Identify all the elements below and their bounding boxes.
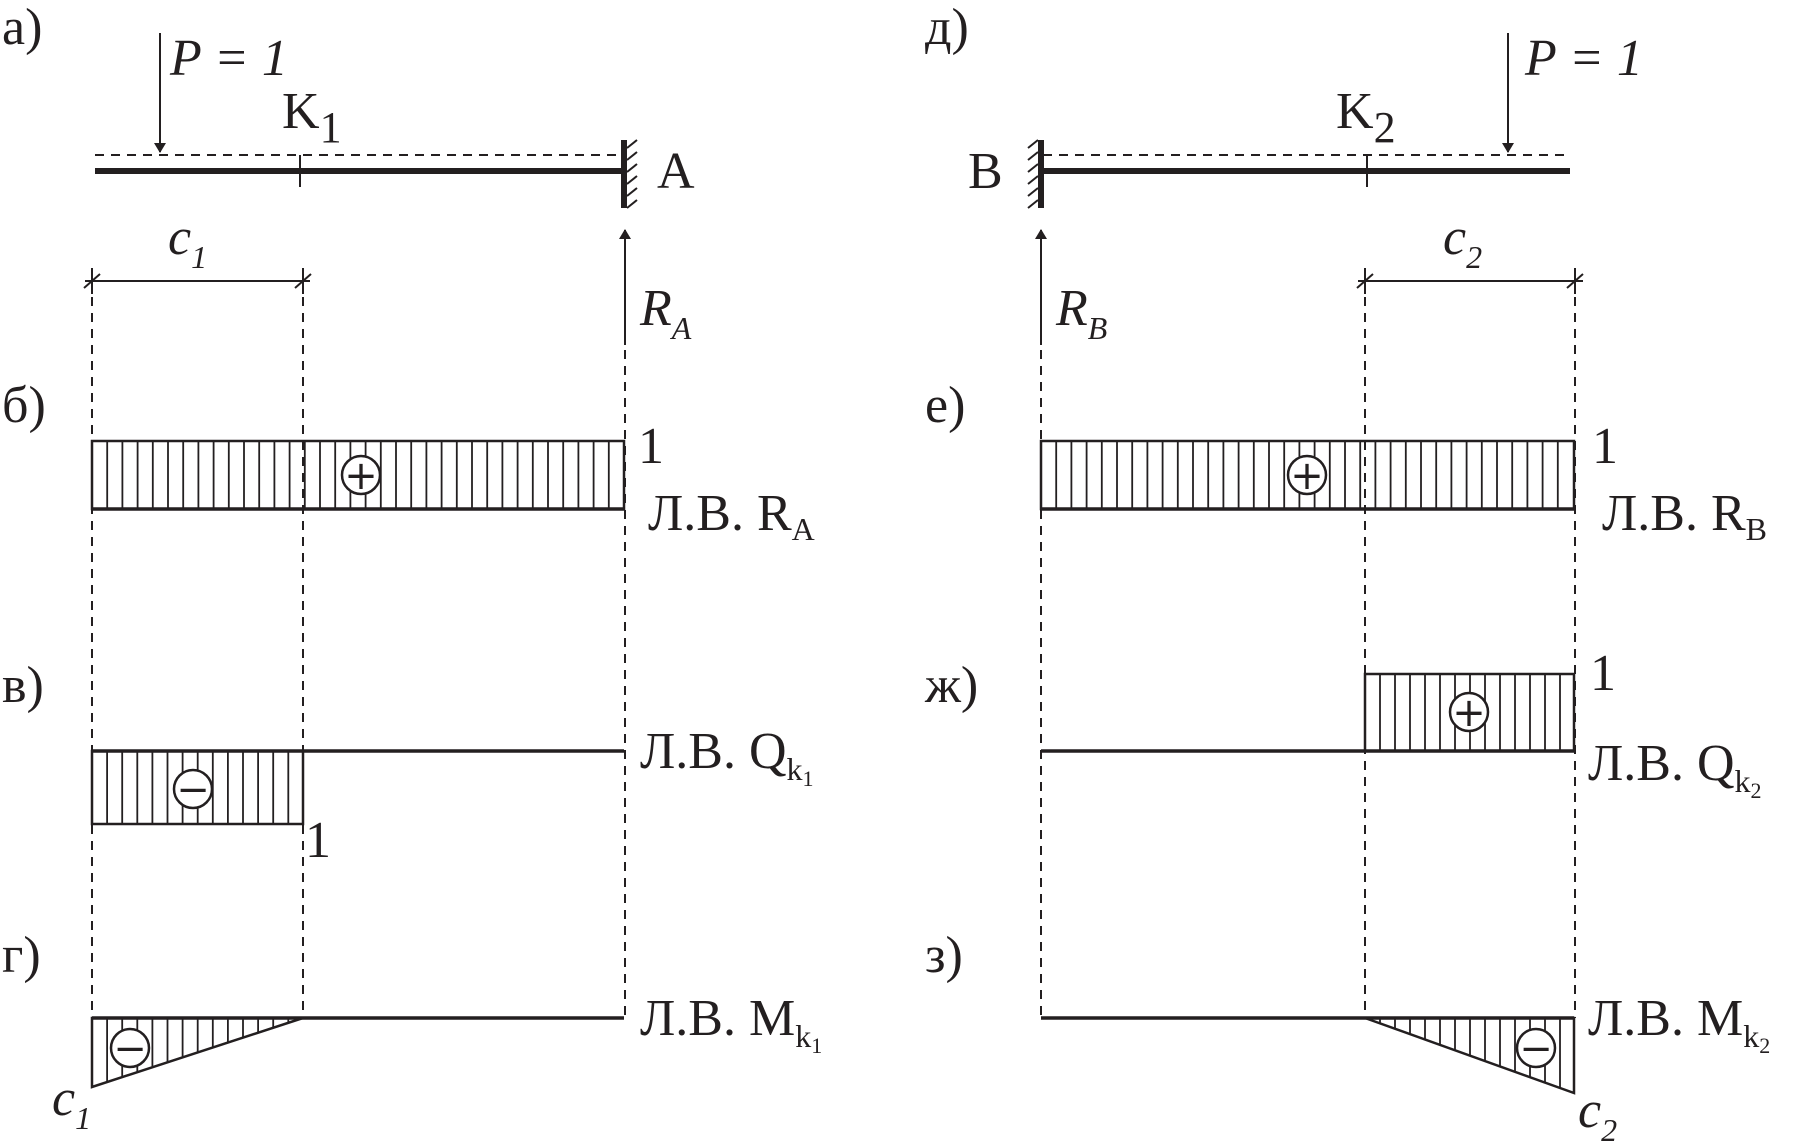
lv-rb-ordinate: 1 — [1592, 418, 1618, 475]
left-beam-scheme: P = 1 K1 A RA — [95, 30, 695, 346]
lv-ra-title: Л.В. RA — [648, 485, 815, 547]
lv-mk1-sign-circle — [109, 1027, 151, 1069]
lv-mk1-title: Л.В. Mk1 — [640, 990, 822, 1058]
lv-qk1-sign: − — [176, 767, 210, 813]
lv-qk1-title: Л.В. Qk1 — [640, 723, 814, 791]
lv-qk2-ordinate: 1 — [1590, 645, 1616, 702]
right-support-label: B — [968, 143, 1003, 200]
right-dim-label: c2 — [1443, 209, 1482, 275]
lv-rb-diagram: + 1 Л.В. RB — [1039, 418, 1767, 547]
left-dim-label: c1 — [168, 209, 207, 275]
left-reaction-label: RA — [639, 280, 692, 346]
lv-qk1-sign-circle — [172, 768, 214, 810]
left-support-hatch — [626, 139, 638, 209]
lv-rb-sign: + — [1290, 453, 1324, 499]
lv-mk2-sign: − — [1519, 1026, 1553, 1072]
lv-qk2-sign: + — [1452, 690, 1486, 736]
right-dimension-c2: c2 — [1356, 209, 1584, 294]
lv-qk1-ordinate: 1 — [305, 812, 331, 869]
right-load-label: P = 1 — [1524, 30, 1643, 87]
lv-qk2-diagram: + 1 Л.В. Qk2 — [1041, 645, 1762, 803]
right-beam-scheme: P = 1 K2 B RB — [968, 30, 1643, 346]
right-support-hatch — [1027, 139, 1039, 209]
lv-mk2-diagram: − c2 Л.В. Mk2 — [1041, 990, 1770, 1143]
lv-ra-hatching — [106, 441, 610, 509]
lv-mk1-diagram: − c1 Л.В. Mk1 — [52, 990, 822, 1136]
lv-mk2-ordinate: c2 — [1578, 1082, 1617, 1143]
lv-ra-sign: + — [344, 453, 378, 499]
lv-mk1-sign: − — [113, 1026, 147, 1072]
lv-rb-sign-circle — [1286, 454, 1328, 496]
panel-label-b: б) — [2, 377, 46, 434]
right-section-label: K2 — [1336, 83, 1396, 152]
lv-qk1-diagram: − 1 Л.В. Qk1 — [90, 723, 814, 869]
panel-label-z: з) — [925, 927, 963, 984]
panel-label-g: г) — [2, 927, 41, 984]
panel-label-e: е) — [925, 377, 965, 434]
right-reaction-label: RB — [1055, 280, 1107, 346]
left-support-label: A — [657, 143, 695, 200]
left-load-label: P = 1 — [169, 30, 288, 87]
lv-ra-diagram: + 1 Л.В. RA — [90, 418, 815, 547]
lv-mk2-sign-circle — [1515, 1027, 1557, 1069]
panel-label-zh: ж) — [924, 657, 978, 714]
lv-mk2-title: Л.В. Mk2 — [1588, 990, 1770, 1058]
left-dimension-c1: c1 — [83, 209, 312, 294]
panel-label-v: в) — [2, 657, 44, 714]
panel-label-a: а) — [2, 0, 42, 56]
lv-ra-ordinate: 1 — [638, 418, 664, 475]
lv-rb-title: Л.В. RB — [1602, 485, 1767, 547]
lv-mk1-ordinate: c1 — [52, 1070, 91, 1136]
lv-mk2-hatching — [1379, 1018, 1561, 1088]
panel-label-d: д) — [925, 0, 969, 56]
left-section-label: K1 — [282, 83, 342, 152]
lv-qk2-title: Л.В. Qk2 — [1588, 735, 1762, 803]
lv-ra-sign-circle — [340, 454, 382, 496]
lv-qk2-sign-circle — [1448, 691, 1490, 733]
